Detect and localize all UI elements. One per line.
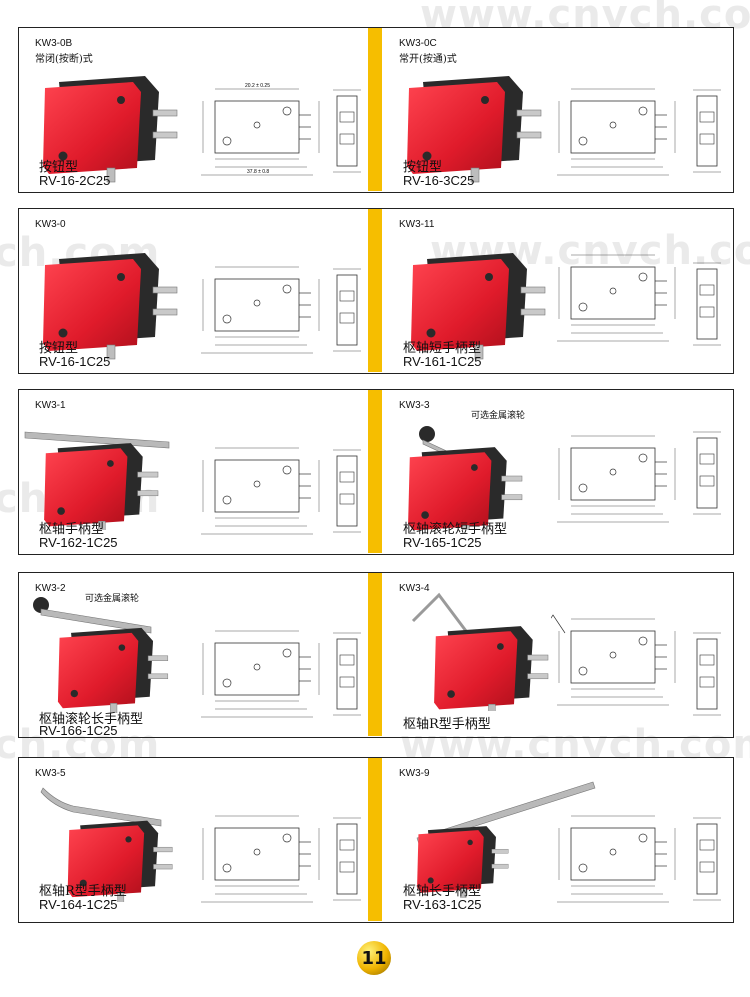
dimension-drawing [556, 254, 676, 342]
switch-photo [416, 781, 596, 898]
side-view-drawing [692, 431, 722, 515]
product-panel-kw3-3: KW3-3 可选金属滚轮 枢轴滚轮短手柄型 RV-165-1C25 [383, 390, 733, 554]
product-panel-kw3-11: KW3-11 枢轴短手柄型 RV-161-1C25 [383, 209, 733, 373]
product-type: 枢轴长手柄型 [403, 884, 482, 899]
product-type: 按钮型 [39, 160, 79, 175]
switch-photo [33, 597, 169, 713]
product-code: KW3-0B [35, 38, 73, 49]
dimension-drawing [200, 630, 320, 718]
product-code: KW3-1 [35, 400, 66, 411]
switch-photo [40, 787, 173, 902]
product-panel-kw3-4: KW3-4 枢轴R型手柄型 [383, 573, 733, 737]
product-type: 枢轴R型手柄型 [403, 717, 491, 732]
product-model: RV-164-1C25 [39, 897, 118, 912]
switch-photo [407, 426, 523, 530]
product-type: 枢轴手柄型 [39, 522, 105, 537]
product-type: 按钮型 [39, 341, 79, 356]
side-view-drawing [332, 268, 362, 352]
product-panel-kw3-0: KW3-0 按钮型 RV-16-1C25 [19, 209, 368, 373]
divider-band [368, 208, 382, 372]
product-panel-kw3-2: KW3-2 可选金属滚轮 枢轴滚轮长手柄型 RV-166-1C25 [19, 573, 368, 738]
switch-photo [24, 431, 170, 530]
product-panel-kw3-5: KW3-5 枢轴R型手柄型 RV-164-1C25 [19, 758, 368, 922]
dimension-drawing [556, 435, 676, 523]
product-model: RV-16-2C25 [39, 173, 111, 188]
dimension-drawing [200, 447, 320, 535]
divider-band [368, 757, 382, 921]
product-note: 可选金属滚轮 [85, 594, 140, 604]
product-subtitle: 常闭(按断)式 [35, 54, 93, 65]
product-code: KW3-3 [399, 400, 430, 411]
divider-band [368, 27, 382, 191]
product-type: 枢轴短手柄型 [403, 341, 482, 356]
page-number: 11 [357, 941, 391, 975]
product-code: KW3-0 [35, 219, 66, 230]
roller-icon [33, 597, 49, 613]
product-panel-kw3-0b: KW3-0B 常闭(按断)式 20.2 ± 0.25 37.8 ± 0.8 按钮… [19, 28, 368, 192]
side-view-drawing [692, 262, 722, 346]
side-view-drawing [332, 89, 362, 173]
product-type: 枢轴滚轮长手柄型 [39, 712, 144, 727]
product-code: KW3-11 [399, 219, 435, 230]
product-code: KW3-2 [35, 583, 66, 594]
product-model: RV-162-1C25 [39, 535, 118, 550]
product-row: KW3-2 可选金属滚轮 枢轴滚轮长手柄型 RV-166-1C25 KW3-4 … [18, 572, 734, 738]
side-view-drawing [332, 632, 362, 716]
product-model: RV-166-1C25 [39, 723, 118, 738]
product-row: KW3-1 枢轴手柄型 RV-162-1C25 KW3-3 可选金属滚轮 枢轴滚… [18, 389, 734, 555]
side-view-drawing [332, 817, 362, 901]
divider-band [368, 572, 382, 736]
dimension-drawing [200, 815, 320, 903]
divider-band [368, 389, 382, 553]
product-code: KW3-5 [35, 768, 66, 779]
product-subtitle: 常开(按通)式 [399, 54, 457, 65]
product-code: KW3-0C [399, 38, 437, 49]
product-row: KW3-5 枢轴R型手柄型 RV-164-1C25 KW3-9 枢轴长手柄型 R… [18, 757, 734, 923]
side-view-drawing [692, 817, 722, 901]
watermark: ch.com [0, 722, 161, 768]
dim-text: 37.8 ± 0.8 [247, 169, 269, 175]
product-model: RV-165-1C25 [403, 535, 482, 550]
dimension-drawing: 20.2 ± 0.25 37.8 ± 0.8 [200, 83, 320, 176]
product-type: 按钮型 [403, 160, 443, 175]
product-panel-kw3-9: KW3-9 枢轴长手柄型 RV-163-1C25 [383, 758, 733, 922]
product-code: KW3-9 [399, 768, 430, 779]
side-view-drawing [692, 632, 722, 716]
product-type: 枢轴R型手柄型 [39, 884, 127, 899]
roller-icon [419, 426, 435, 442]
switch-photo [411, 592, 549, 711]
product-model: RV-163-1C25 [403, 897, 482, 912]
dimension-drawing [200, 266, 320, 354]
dimension-drawing [556, 815, 676, 903]
product-model: RV-161-1C25 [403, 354, 482, 369]
side-view-drawing [692, 89, 722, 173]
dim-text: 20.2 ± 0.25 [245, 83, 270, 89]
watermark: www.cnvch.com [400, 722, 750, 768]
r-lever-icon [411, 592, 471, 636]
dimension-drawing [551, 614, 676, 706]
product-panel-kw3-0c: KW3-0C 常开(按通)式 按钮型 RV-16-3C25 [383, 28, 733, 192]
r-lever-icon [40, 787, 162, 827]
dimension-drawing [556, 88, 676, 176]
product-row: KW3-0B 常闭(按断)式 20.2 ± 0.25 37.8 ± 0.8 按钮… [18, 27, 734, 193]
product-panel-kw3-1: KW3-1 枢轴手柄型 RV-162-1C25 [19, 390, 368, 554]
watermark: www.cnvch.com [420, 0, 750, 38]
product-model: RV-16-1C25 [39, 354, 111, 369]
product-model: RV-16-3C25 [403, 173, 475, 188]
product-code: KW3-4 [399, 583, 430, 594]
product-note: 可选金属滚轮 [471, 411, 526, 421]
product-row: KW3-0 按钮型 RV-16-1C25 KW3-11 枢轴短手柄型 RV-16… [18, 208, 734, 374]
side-view-drawing [332, 449, 362, 533]
lever-icon [24, 431, 170, 449]
product-type: 枢轴滚轮短手柄型 [403, 522, 508, 537]
